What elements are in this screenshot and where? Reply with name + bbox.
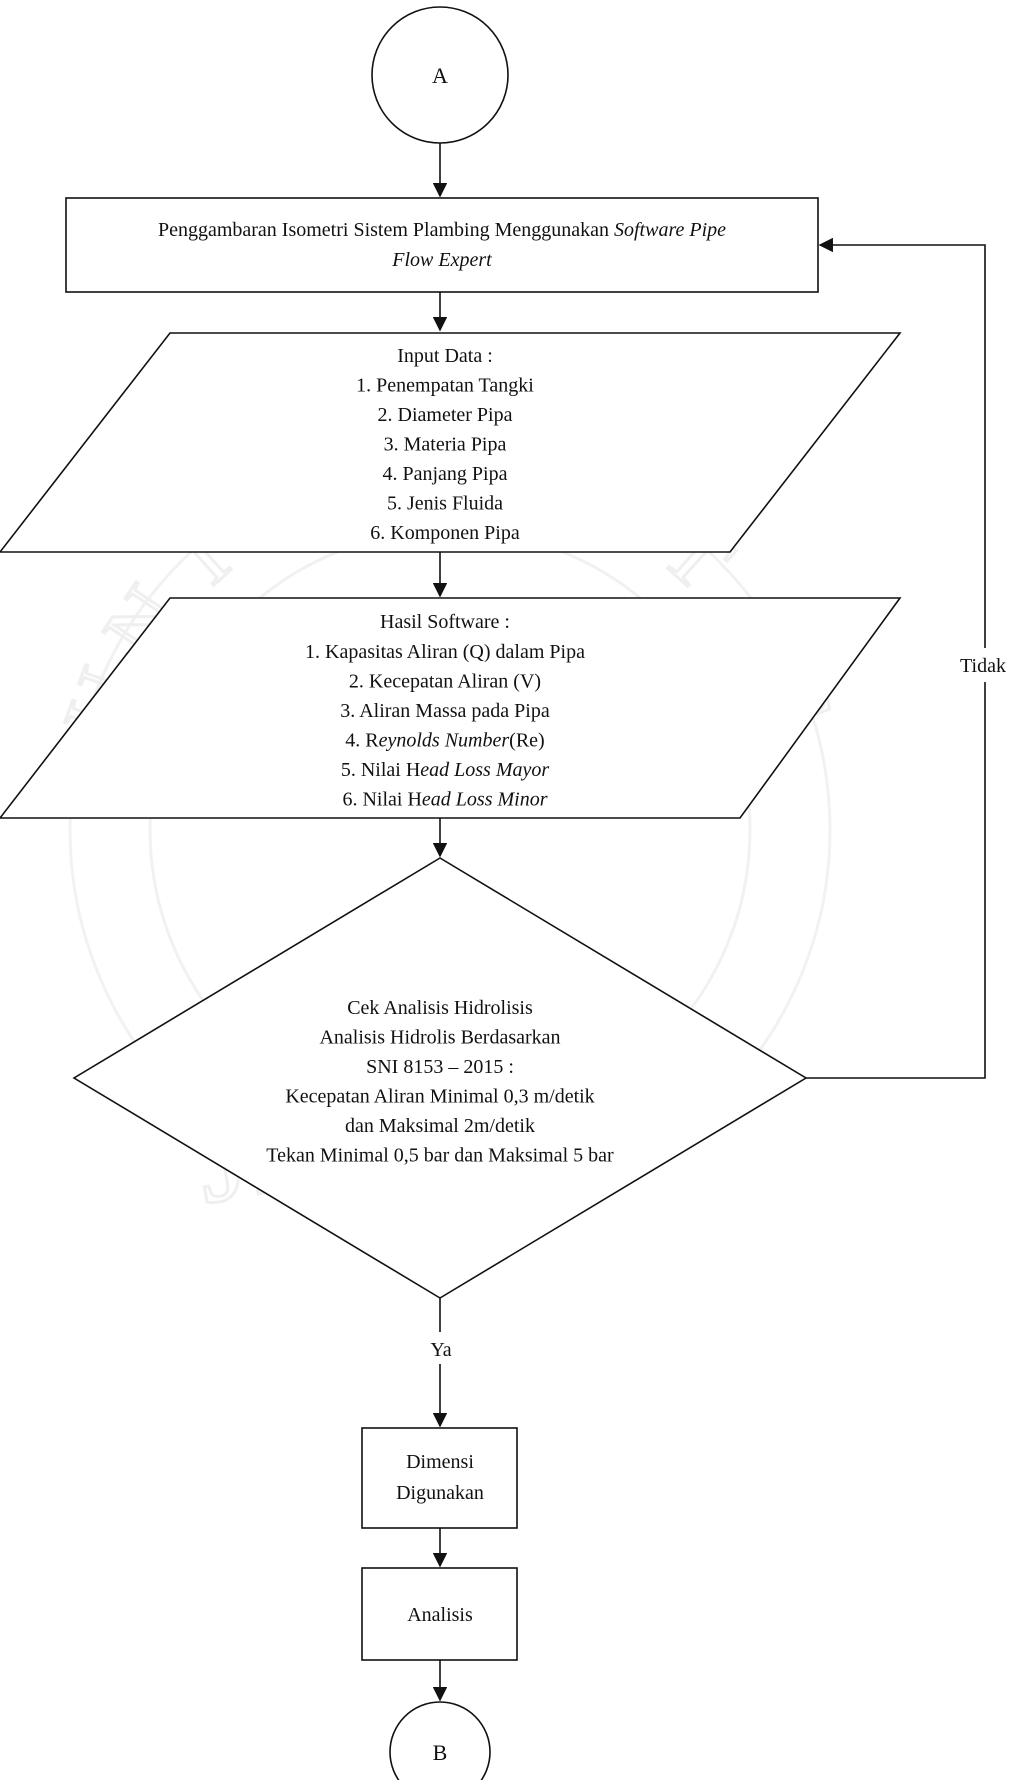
process-analisis-box <box>361 1567 518 1661</box>
input-data-item: 3. Materia Pipa <box>384 434 507 456</box>
process-drawing-line-2-run-0: Flow Expert <box>391 249 492 271</box>
hasil-software-item-5-run-0: 6. Nilai H <box>342 789 421 811</box>
input-data-text: Input Data : 1. Penempatan Tangki 2. Diame… <box>356 345 534 544</box>
decision-diamond <box>72 857 808 1299</box>
hasil-software-item-3-run-2: (Re) <box>509 730 545 752</box>
hasil-software-item-3-run-0: 4. R <box>345 730 379 752</box>
input-data-item: 2. Diameter Pipa <box>378 404 513 426</box>
process-dimensi-line-2: Digunakan <box>396 1482 484 1504</box>
process-drawing-line-1-run-0: Penggambaran Isometri Sistem Plambing Me… <box>158 219 614 241</box>
input-data-item: 6. Komponen Pipa <box>370 522 520 544</box>
decision-line: Kecepatan Aliran Minimal 0,3 m/detik <box>285 1086 594 1108</box>
hasil-software-item: 4. Reynolds Number(Re) <box>345 730 544 752</box>
hasil-software-item-0-run-0: 1. Kapasitas Aliran (Q) dalam Pipa <box>305 641 585 663</box>
process-analisis-label: Analisis <box>407 1604 473 1626</box>
decision-line: Cek Analisis Hidrolisis <box>347 997 533 1019</box>
connector-end-label: B <box>433 1740 448 1765</box>
no-label-bg <box>946 648 1018 682</box>
input-data-box <box>0 332 902 553</box>
hasil-software-item-4-run-0: 5. Nilai H <box>341 759 420 781</box>
hasil-software-item-5-run-1: ead Loss Minor <box>422 789 548 811</box>
hasil-software-item-3-run-1: eynolds Number <box>379 730 510 752</box>
hasil-software-box <box>0 597 902 819</box>
decision-no-label: Tidak <box>960 655 1006 677</box>
process-drawing-line-2: Flow Expert <box>391 249 492 271</box>
connector-end-circle <box>389 1701 491 1780</box>
input-data-item: 1. Penempatan Tangki <box>356 375 534 397</box>
hasil-software-item: 1. Kapasitas Aliran (Q) dalam Pipa <box>305 641 585 663</box>
process-drawing-box <box>65 197 819 293</box>
decision-line: Tekan Minimal 0,5 bar dan Maksimal 5 bar <box>266 1145 614 1167</box>
process-dimensi-line-1: Dimensi <box>406 1451 474 1473</box>
hasil-software-item: 5. Nilai Head Loss Mayor <box>341 759 550 781</box>
yes-label-bg <box>418 1332 464 1364</box>
input-data-title: Input Data : <box>397 345 493 367</box>
hasil-software-item: 6. Nilai Head Loss Minor <box>342 789 547 811</box>
hasil-software-item-1-run-0: 2. Kecepatan Aliran (V) <box>349 671 541 693</box>
input-data-item: 4. Panjang Pipa <box>383 463 508 485</box>
decision-line: SNI 8153 – 2015 : <box>366 1056 514 1078</box>
hasil-software-item-4-run-1: ead Loss Mayor <box>420 759 549 781</box>
decision-yes-label: Ya <box>430 1339 451 1361</box>
decision-line: Analisis Hidrolis Berdasarkan <box>319 1027 560 1049</box>
hasil-software-item-2-run-0: 3. Aliran Massa pada Pipa <box>340 700 550 722</box>
hasil-software-title: Hasil Software : <box>380 611 510 633</box>
process-drawing-line-1-run-1: Software Pipe <box>614 219 726 241</box>
input-data-item: 5. Jenis Fluida <box>387 493 503 515</box>
decision-line: dan Maksimal 2m/detik <box>345 1115 535 1137</box>
hasil-software-item: 2. Kecepatan Aliran (V) <box>349 671 541 693</box>
process-drawing-line-1: Penggambaran Isometri Sistem Plambing Me… <box>158 219 726 241</box>
hasil-software-text: Hasil Software : 1. Kapasitas Aliran (Q) … <box>305 611 585 811</box>
connector-start-label: A <box>432 63 448 88</box>
hasil-software-item: 3. Aliran Massa pada Pipa <box>340 700 550 722</box>
process-dimensi-box <box>361 1427 518 1529</box>
